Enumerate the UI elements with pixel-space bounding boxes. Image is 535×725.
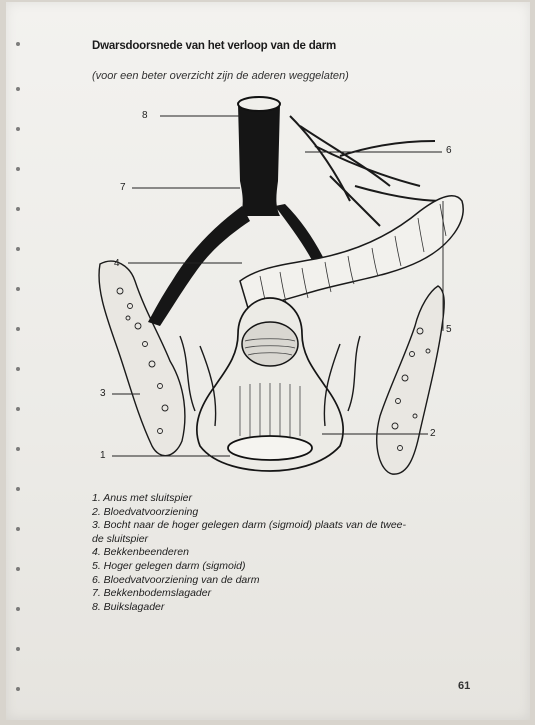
binding-hole (16, 287, 20, 291)
binding-hole (16, 127, 20, 131)
binding-hole (16, 367, 20, 371)
legend-item: de sluitspier (92, 533, 492, 547)
binding-hole (16, 207, 20, 211)
legend-item: 8. Buikslagader (92, 601, 492, 615)
figure-callout-6: 6 (446, 145, 452, 156)
legend-item: 6. Bloedvatvoorziening van de darm (92, 574, 492, 588)
page-number: 61 (458, 680, 470, 692)
figure-callout-3: 3 (100, 388, 106, 399)
left-iliac-artery (148, 206, 250, 326)
binding-hole (16, 527, 20, 531)
aorta (238, 104, 280, 216)
binding-hole (16, 247, 20, 251)
figure-callout-4: 4 (114, 258, 120, 269)
binding-hole (16, 687, 20, 691)
binding-holes (16, 2, 22, 720)
figure-callout-1: 1 (100, 450, 106, 461)
figure-callout-5: 5 (446, 324, 452, 335)
right-iliac-artery (275, 204, 325, 266)
legend-item: 4. Bekkenbeenderen (92, 546, 492, 560)
binding-hole (16, 87, 20, 91)
figure-legend: 1. Anus met sluitspier 2. Bloedvatvoorzi… (92, 492, 492, 614)
right-pelvic-bone (377, 286, 444, 474)
anatomy-illustration (90, 86, 470, 486)
book-page: Dwarsdoorsnede van het verloop van de da… (6, 2, 530, 720)
legend-item: 2. Bloedvatvoorziening (92, 506, 492, 520)
binding-hole (16, 42, 20, 46)
binding-hole (16, 647, 20, 651)
binding-hole (16, 327, 20, 331)
legend-item: 5. Hoger gelegen darm (sigmoid) (92, 560, 492, 574)
figure-callout-8: 8 (142, 110, 148, 121)
binding-hole (16, 607, 20, 611)
aorta-opening (238, 97, 280, 111)
figure-callout-7: 7 (120, 182, 126, 193)
binding-hole (16, 567, 20, 571)
page-subtitle: (voor een beter overzicht zijn de aderen… (92, 70, 349, 82)
binding-hole (16, 487, 20, 491)
binding-hole (16, 167, 20, 171)
binding-hole (16, 407, 20, 411)
figure-callout-2: 2 (430, 428, 436, 439)
legend-item: 1. Anus met sluitspier (92, 492, 492, 506)
binding-hole (16, 447, 20, 451)
legend-item: 3. Bocht naar de hoger gelegen darm (sig… (92, 519, 492, 533)
legend-item: 7. Bekkenbodemslagader (92, 587, 492, 601)
page-title: Dwarsdoorsnede van het verloop van de da… (92, 40, 336, 52)
anus (228, 436, 312, 460)
